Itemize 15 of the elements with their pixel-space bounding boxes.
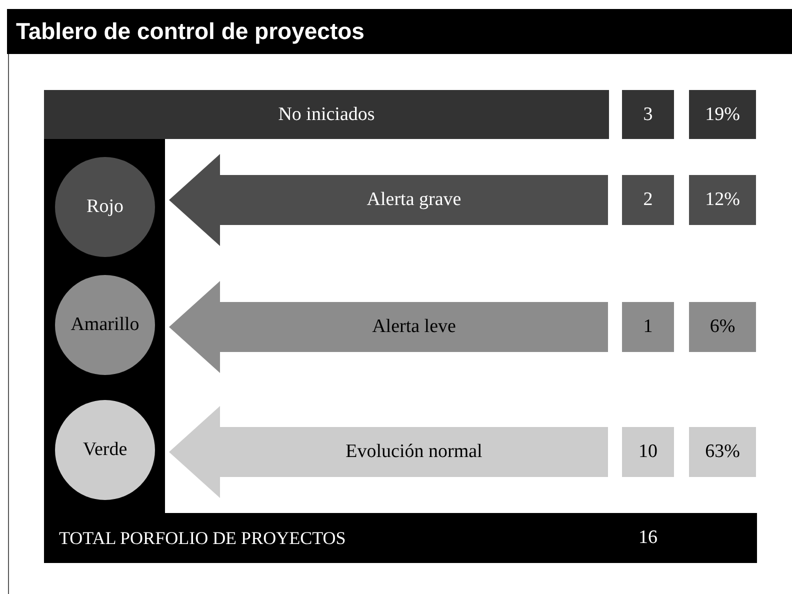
value-box: 12% <box>689 175 756 225</box>
title-bar: Tablero de control de proyectos <box>7 9 792 54</box>
status-label: Alerta grave <box>366 188 462 212</box>
value-box: 19% <box>689 90 756 139</box>
status-bar: No iniciados <box>44 90 609 139</box>
value-box: 6% <box>689 302 756 352</box>
value-box: 63% <box>689 427 756 477</box>
value-box: 1 <box>622 302 674 352</box>
status-label: Alerta leve <box>371 315 457 339</box>
value-box: 2 <box>622 175 674 225</box>
status-label: Evolución normal <box>344 440 484 464</box>
total-label: TOTAL PORFOLIO DE PROYECTOS <box>59 526 346 550</box>
value-box: 10 <box>622 427 674 477</box>
value-box: 3 <box>622 90 674 139</box>
total-value: 16 <box>638 526 658 550</box>
